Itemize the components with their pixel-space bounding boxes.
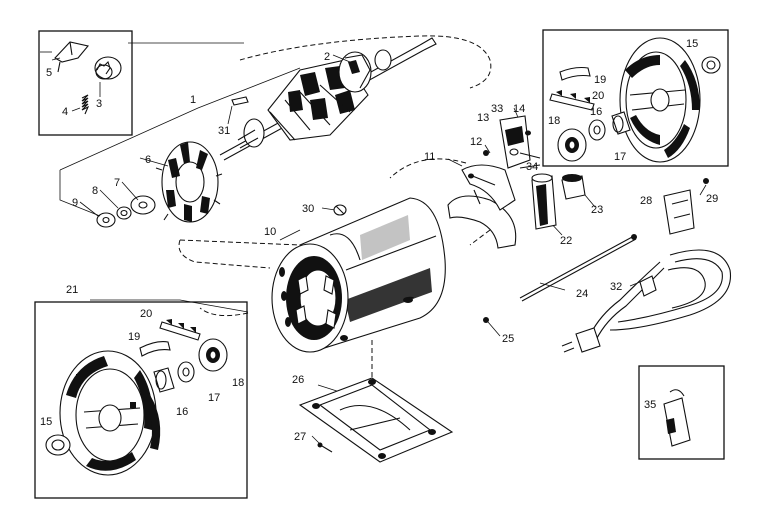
callout-19-rear: 19 xyxy=(594,74,606,86)
callout-29: 29 xyxy=(706,193,718,205)
rear-oil-wick xyxy=(559,66,591,81)
callout-17-rear: 17 xyxy=(614,151,626,163)
cord-clamp xyxy=(663,189,695,235)
wire-clip xyxy=(333,204,347,216)
front-felt-retainer xyxy=(159,319,201,341)
rear-bearing-washer xyxy=(701,56,721,74)
base-plate xyxy=(298,377,454,463)
callout-15-front: 15 xyxy=(40,416,52,428)
inset-box-front-end-shield xyxy=(34,301,248,499)
rear-end-shield xyxy=(619,37,701,163)
callout-16-rear: 16 xyxy=(590,106,602,118)
callout-18-rear: 18 xyxy=(548,115,560,127)
washer-8 xyxy=(116,206,132,220)
callout-31: 31 xyxy=(218,125,230,137)
power-cord xyxy=(561,249,732,353)
callout-35: 35 xyxy=(644,399,656,411)
callout-25: 25 xyxy=(502,333,514,345)
callout-17-front: 17 xyxy=(208,392,220,404)
callout-18-front: 18 xyxy=(232,377,244,389)
callout-5: 5 xyxy=(46,67,52,79)
rear-bearing xyxy=(611,111,631,135)
callout-16-front: 16 xyxy=(176,406,188,418)
callout-20-rear: 20 xyxy=(592,90,604,102)
rear-bearing-spring-washer xyxy=(588,119,606,141)
callout-20-front: 20 xyxy=(140,308,152,320)
callout-22: 22 xyxy=(560,235,572,247)
capacitor xyxy=(531,173,557,230)
callout-8: 8 xyxy=(92,185,98,197)
mounting-bracket xyxy=(663,389,691,447)
front-oil-wick xyxy=(139,341,171,357)
stator-housing xyxy=(271,197,446,353)
front-bearing-spring-washer xyxy=(177,361,195,383)
callout-28: 28 xyxy=(640,195,652,207)
callout-3: 3 xyxy=(96,98,102,110)
callout-13: 13 xyxy=(477,112,489,124)
callout-19-front: 19 xyxy=(128,331,140,343)
rear-felt-retainer xyxy=(549,90,595,111)
front-bearing xyxy=(153,367,175,393)
callout-6: 6 xyxy=(145,154,151,166)
rear-thrust-washer xyxy=(557,128,587,162)
callout-32: 32 xyxy=(610,281,622,293)
base-screw xyxy=(317,442,333,453)
through-bolt xyxy=(519,234,637,302)
inset-box-bracket xyxy=(638,365,725,460)
washer-7 xyxy=(130,195,156,215)
clamp-screw xyxy=(703,178,709,184)
front-bearing-washer xyxy=(45,434,71,456)
bolt-nut xyxy=(483,317,489,323)
callout-26: 26 xyxy=(292,374,304,386)
callout-34: 34 xyxy=(526,161,538,173)
callout-11: 11 xyxy=(424,151,435,163)
brush-cap xyxy=(94,56,122,80)
front-thrust-washer xyxy=(198,338,228,372)
front-end-shield xyxy=(59,350,161,476)
brush-holder-clip xyxy=(54,41,90,73)
callout-9: 9 xyxy=(72,197,78,209)
shaft-key xyxy=(231,96,249,106)
brush-spring xyxy=(81,94,90,115)
callout-30: 30 xyxy=(302,203,314,215)
callout-33: 33 xyxy=(491,103,503,115)
cooling-fan xyxy=(155,141,223,223)
callout-15-rear: 15 xyxy=(686,38,698,50)
capacitor-cap xyxy=(561,174,586,200)
armature-assembly xyxy=(219,37,437,161)
callout-7: 7 xyxy=(114,177,120,189)
callout-1: 1 xyxy=(190,94,196,106)
switch-plate-assembly xyxy=(447,115,541,249)
callout-12: 12 xyxy=(470,136,482,148)
callout-2: 2 xyxy=(324,51,330,63)
callout-21: 21 xyxy=(66,284,78,296)
callout-23: 23 xyxy=(591,204,603,216)
callout-24: 24 xyxy=(576,288,588,300)
inset-box-brush-parts xyxy=(38,30,133,136)
inset-box-rear-end-shield xyxy=(542,29,729,167)
callout-14: 14 xyxy=(513,103,525,115)
callout-10: 10 xyxy=(264,226,276,238)
callout-4: 4 xyxy=(62,106,68,118)
assembly-guide-lines xyxy=(178,35,492,392)
callout-labels: 5 3 4 2 1 31 6 7 8 9 10 30 11 12 13 33 1… xyxy=(40,38,718,443)
washer-9 xyxy=(96,212,116,228)
callout-27: 27 xyxy=(294,431,306,443)
